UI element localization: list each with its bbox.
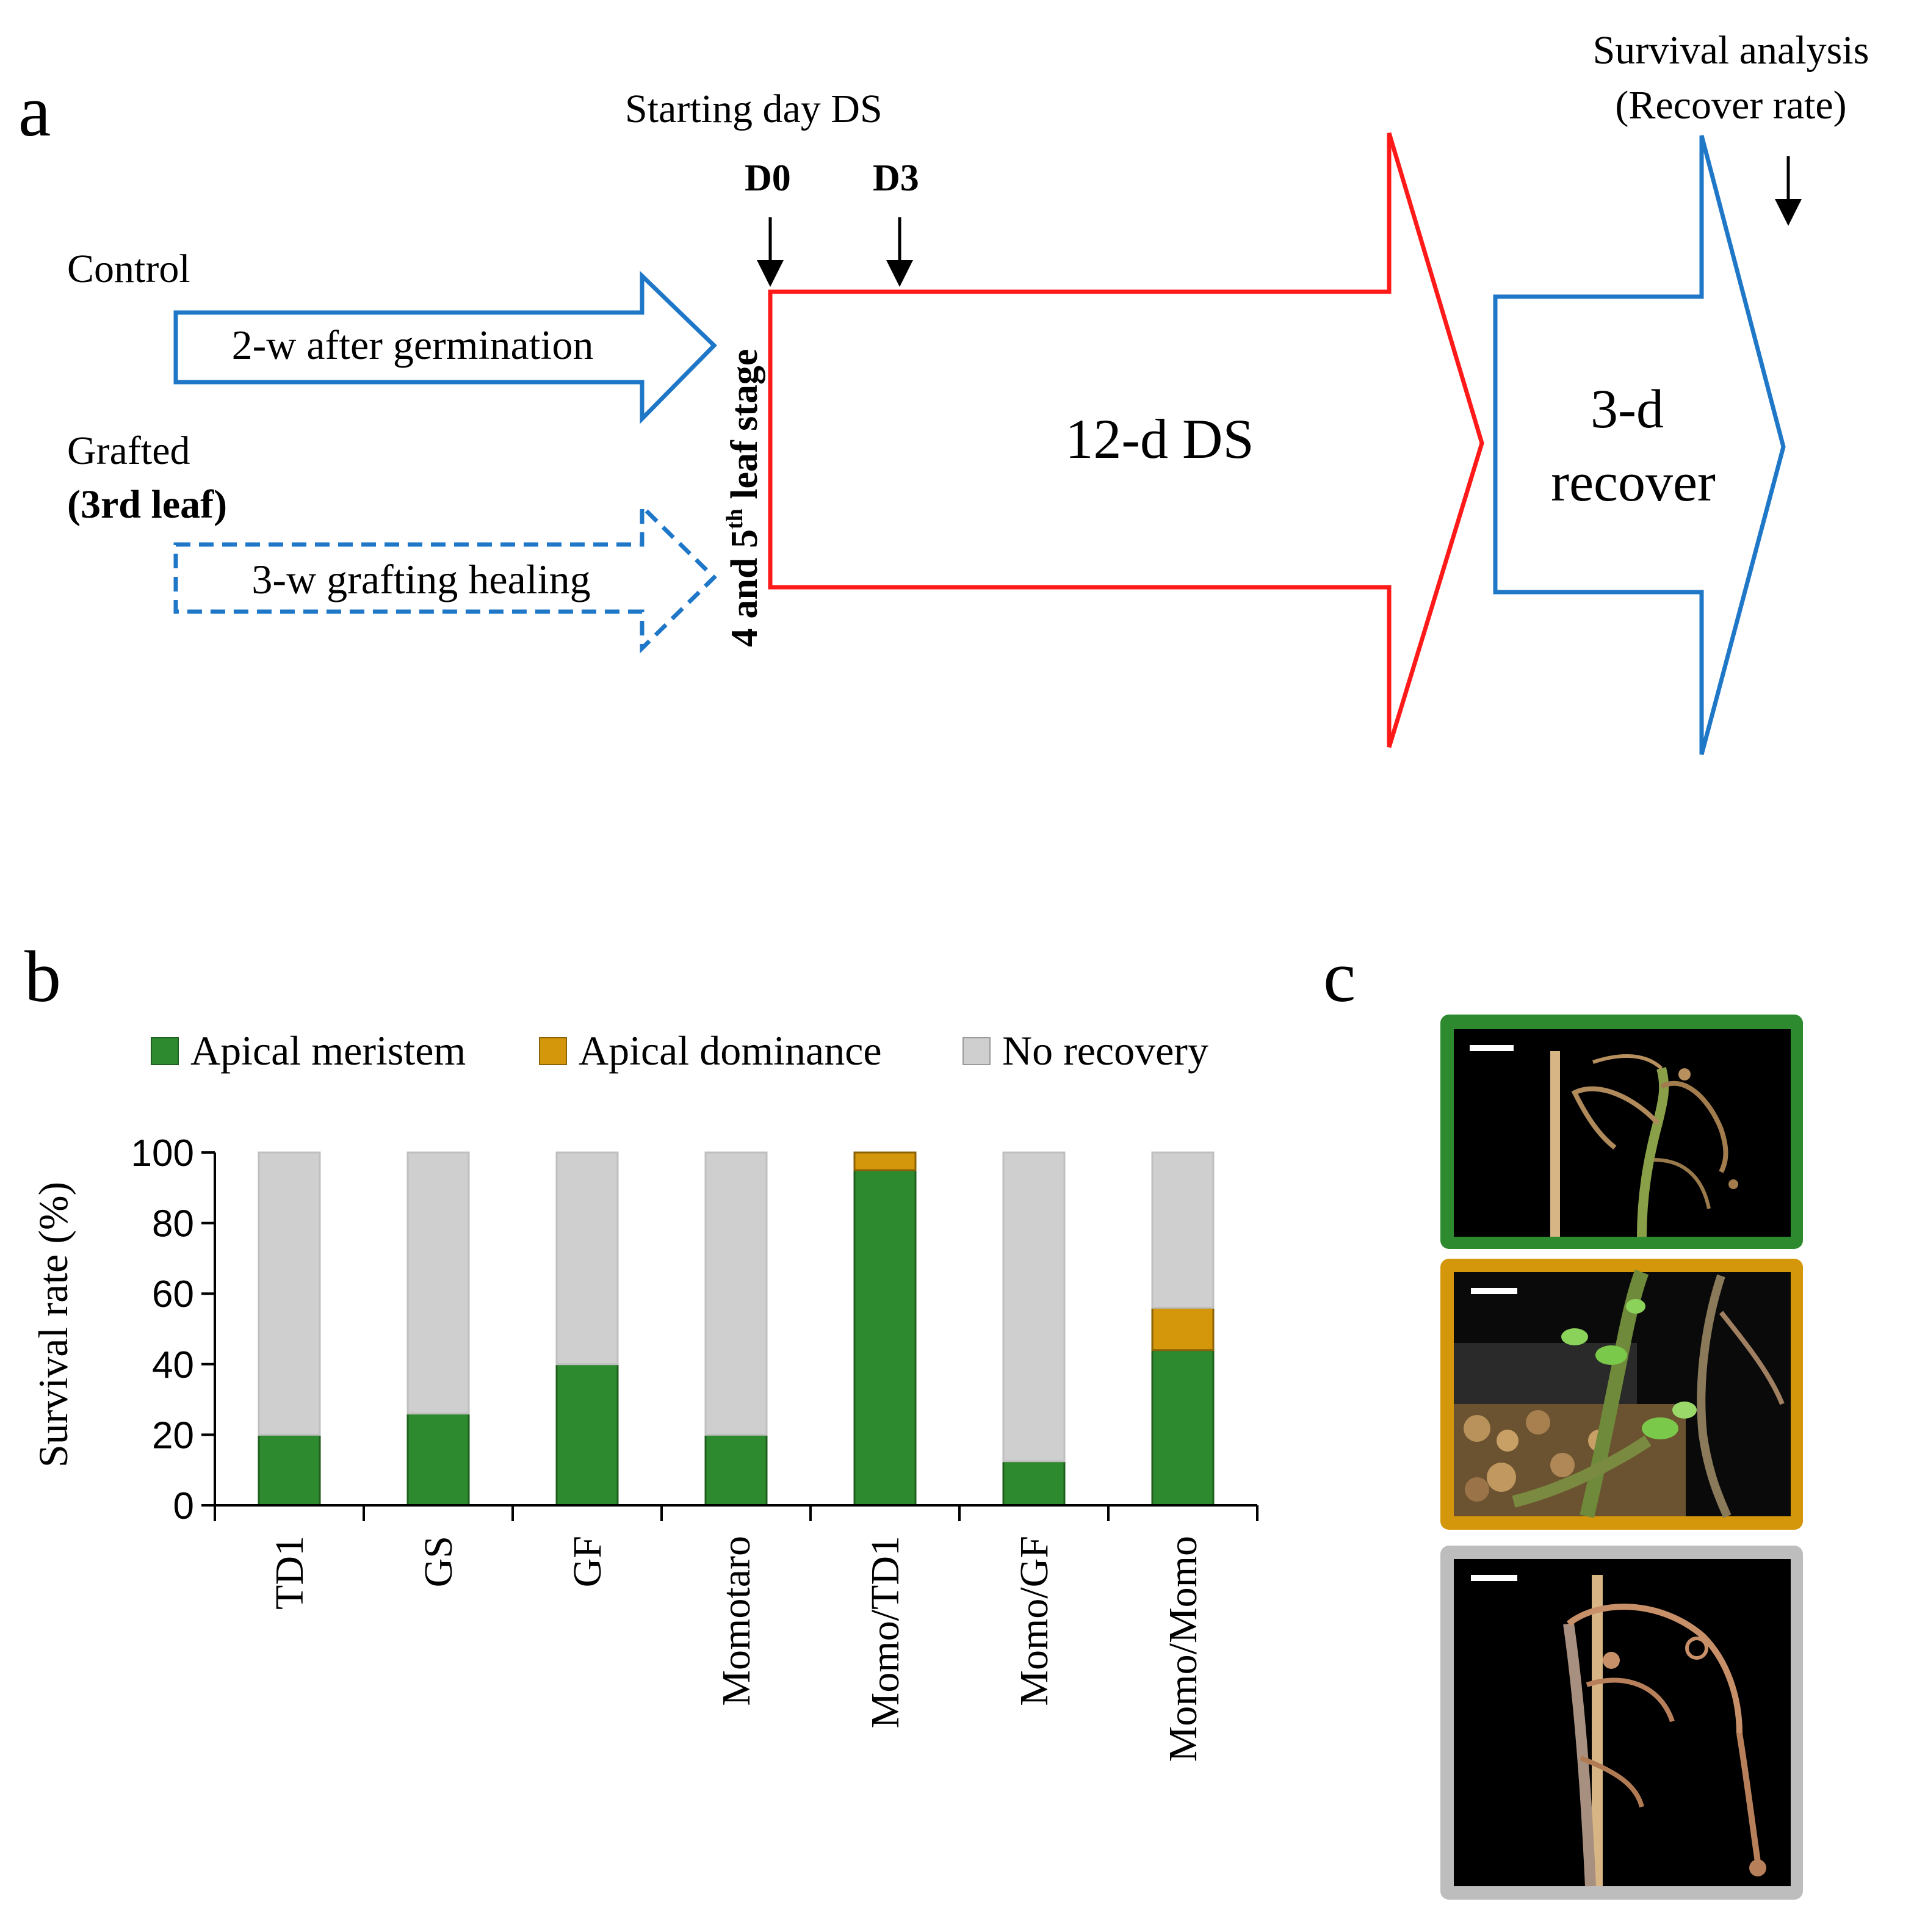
bar-segment-no-recovery [704, 1151, 768, 1436]
photo-apical-dominance [1440, 1259, 1803, 1530]
panel-label-a: a [18, 70, 51, 151]
x-tick-label: Momo/Momo [1161, 1536, 1205, 1762]
bar-segment-no-recovery [258, 1151, 321, 1436]
chart-legend: Apical meristem Apical dominance No reco… [151, 1027, 1208, 1074]
scale-bar [1470, 1045, 1514, 1051]
panel-label-c: c [1323, 936, 1356, 1017]
panel-label-b: b [24, 936, 61, 1017]
y-tick-label: 20 [152, 1414, 194, 1456]
bar-segment-apical-dominance [853, 1151, 917, 1171]
bar-segment-apical-meristem [704, 1433, 768, 1507]
d0-label: D0 [745, 157, 791, 199]
grafted-sublabel: (3rd leaf) [67, 482, 227, 527]
y-tick-label: 80 [152, 1203, 194, 1245]
bar-segment-apical-meristem [555, 1363, 619, 1507]
recover-label-line1: 3-d [1591, 379, 1664, 440]
bar-segment-apical-meristem [853, 1169, 917, 1507]
control-label: Control [67, 247, 190, 291]
x-tick-label: Momotaro [714, 1536, 759, 1706]
grafted-label: Grafted [67, 429, 190, 473]
photo-apical-meristem [1440, 1015, 1803, 1249]
x-tick-label: TD1 [267, 1536, 312, 1610]
control-arrow [173, 270, 717, 424]
legend-label-apical-meristem: Apical meristem [190, 1027, 466, 1074]
drought-stress-arrow [768, 132, 1484, 748]
x-tick-label: GF [565, 1536, 610, 1587]
panel-b: b Apical meristem Apical dominance No re… [24, 936, 1259, 1762]
bar-segment-no-recovery [1002, 1151, 1066, 1463]
x-tick-label: Momo/TD1 [863, 1536, 908, 1728]
bar-segment-apical-dominance [1151, 1306, 1215, 1351]
bar-segment-no-recovery [1151, 1151, 1215, 1309]
leaf-stage-label: 4 and 5th leaf stage [722, 349, 765, 647]
legend-swatch-no-recovery [962, 1037, 991, 1065]
x-tick-label: Momo/GF [1012, 1536, 1056, 1706]
support-stake [1550, 1051, 1560, 1237]
legend-label-apical-dominance: Apical dominance [579, 1027, 882, 1074]
scale-bar [1471, 1288, 1517, 1294]
legend-label-no-recovery: No recovery [1002, 1027, 1208, 1074]
scale-bar [1471, 1575, 1517, 1581]
y-axis-title: Survival rate (%) [30, 1182, 76, 1467]
support-stake [1592, 1575, 1603, 1886]
legend-swatch-apical-dominance [539, 1037, 567, 1065]
bar-segment-apical-meristem [1151, 1349, 1215, 1507]
d0-arrow-icon [757, 217, 784, 287]
bar-segment-apical-meristem [258, 1433, 321, 1507]
recover-label-line2: recover [1551, 452, 1716, 513]
y-tick-label: 40 [152, 1344, 194, 1386]
y-tick-label: 0 [173, 1485, 194, 1527]
recover-arrow [1493, 135, 1786, 755]
starting-day-label: Starting day DS [625, 87, 883, 131]
grafted-arrow-text: 3-w grafting healing [251, 556, 590, 602]
y-tick-label: 100 [131, 1132, 194, 1174]
recover-rate-label: (Recover rate) [1615, 83, 1846, 128]
grafted-arrow [173, 501, 717, 654]
bar-segment-apical-meristem [406, 1413, 470, 1507]
photo-no-recovery [1440, 1546, 1803, 1900]
d3-label: D3 [873, 157, 919, 199]
bar-segment-no-recovery [555, 1151, 619, 1366]
panel-a: a Starting day DS D0 D3 Survival analysi… [18, 28, 1869, 755]
panel-c: c [1323, 936, 1803, 1900]
x-tick-label: GS [416, 1536, 461, 1587]
bar-segment-apical-meristem [1002, 1460, 1066, 1507]
d3-arrow-icon [886, 217, 913, 287]
survival-analysis-label: Survival analysis [1593, 28, 1869, 73]
bar-segment-no-recovery [406, 1151, 470, 1415]
legend-swatch-apical-meristem [151, 1037, 179, 1065]
control-arrow-text: 2-w after germination [232, 322, 594, 368]
ds-label: 12-d DS [1065, 408, 1254, 470]
survival-arrow-icon [1775, 156, 1802, 226]
y-tick-label: 60 [152, 1273, 194, 1315]
